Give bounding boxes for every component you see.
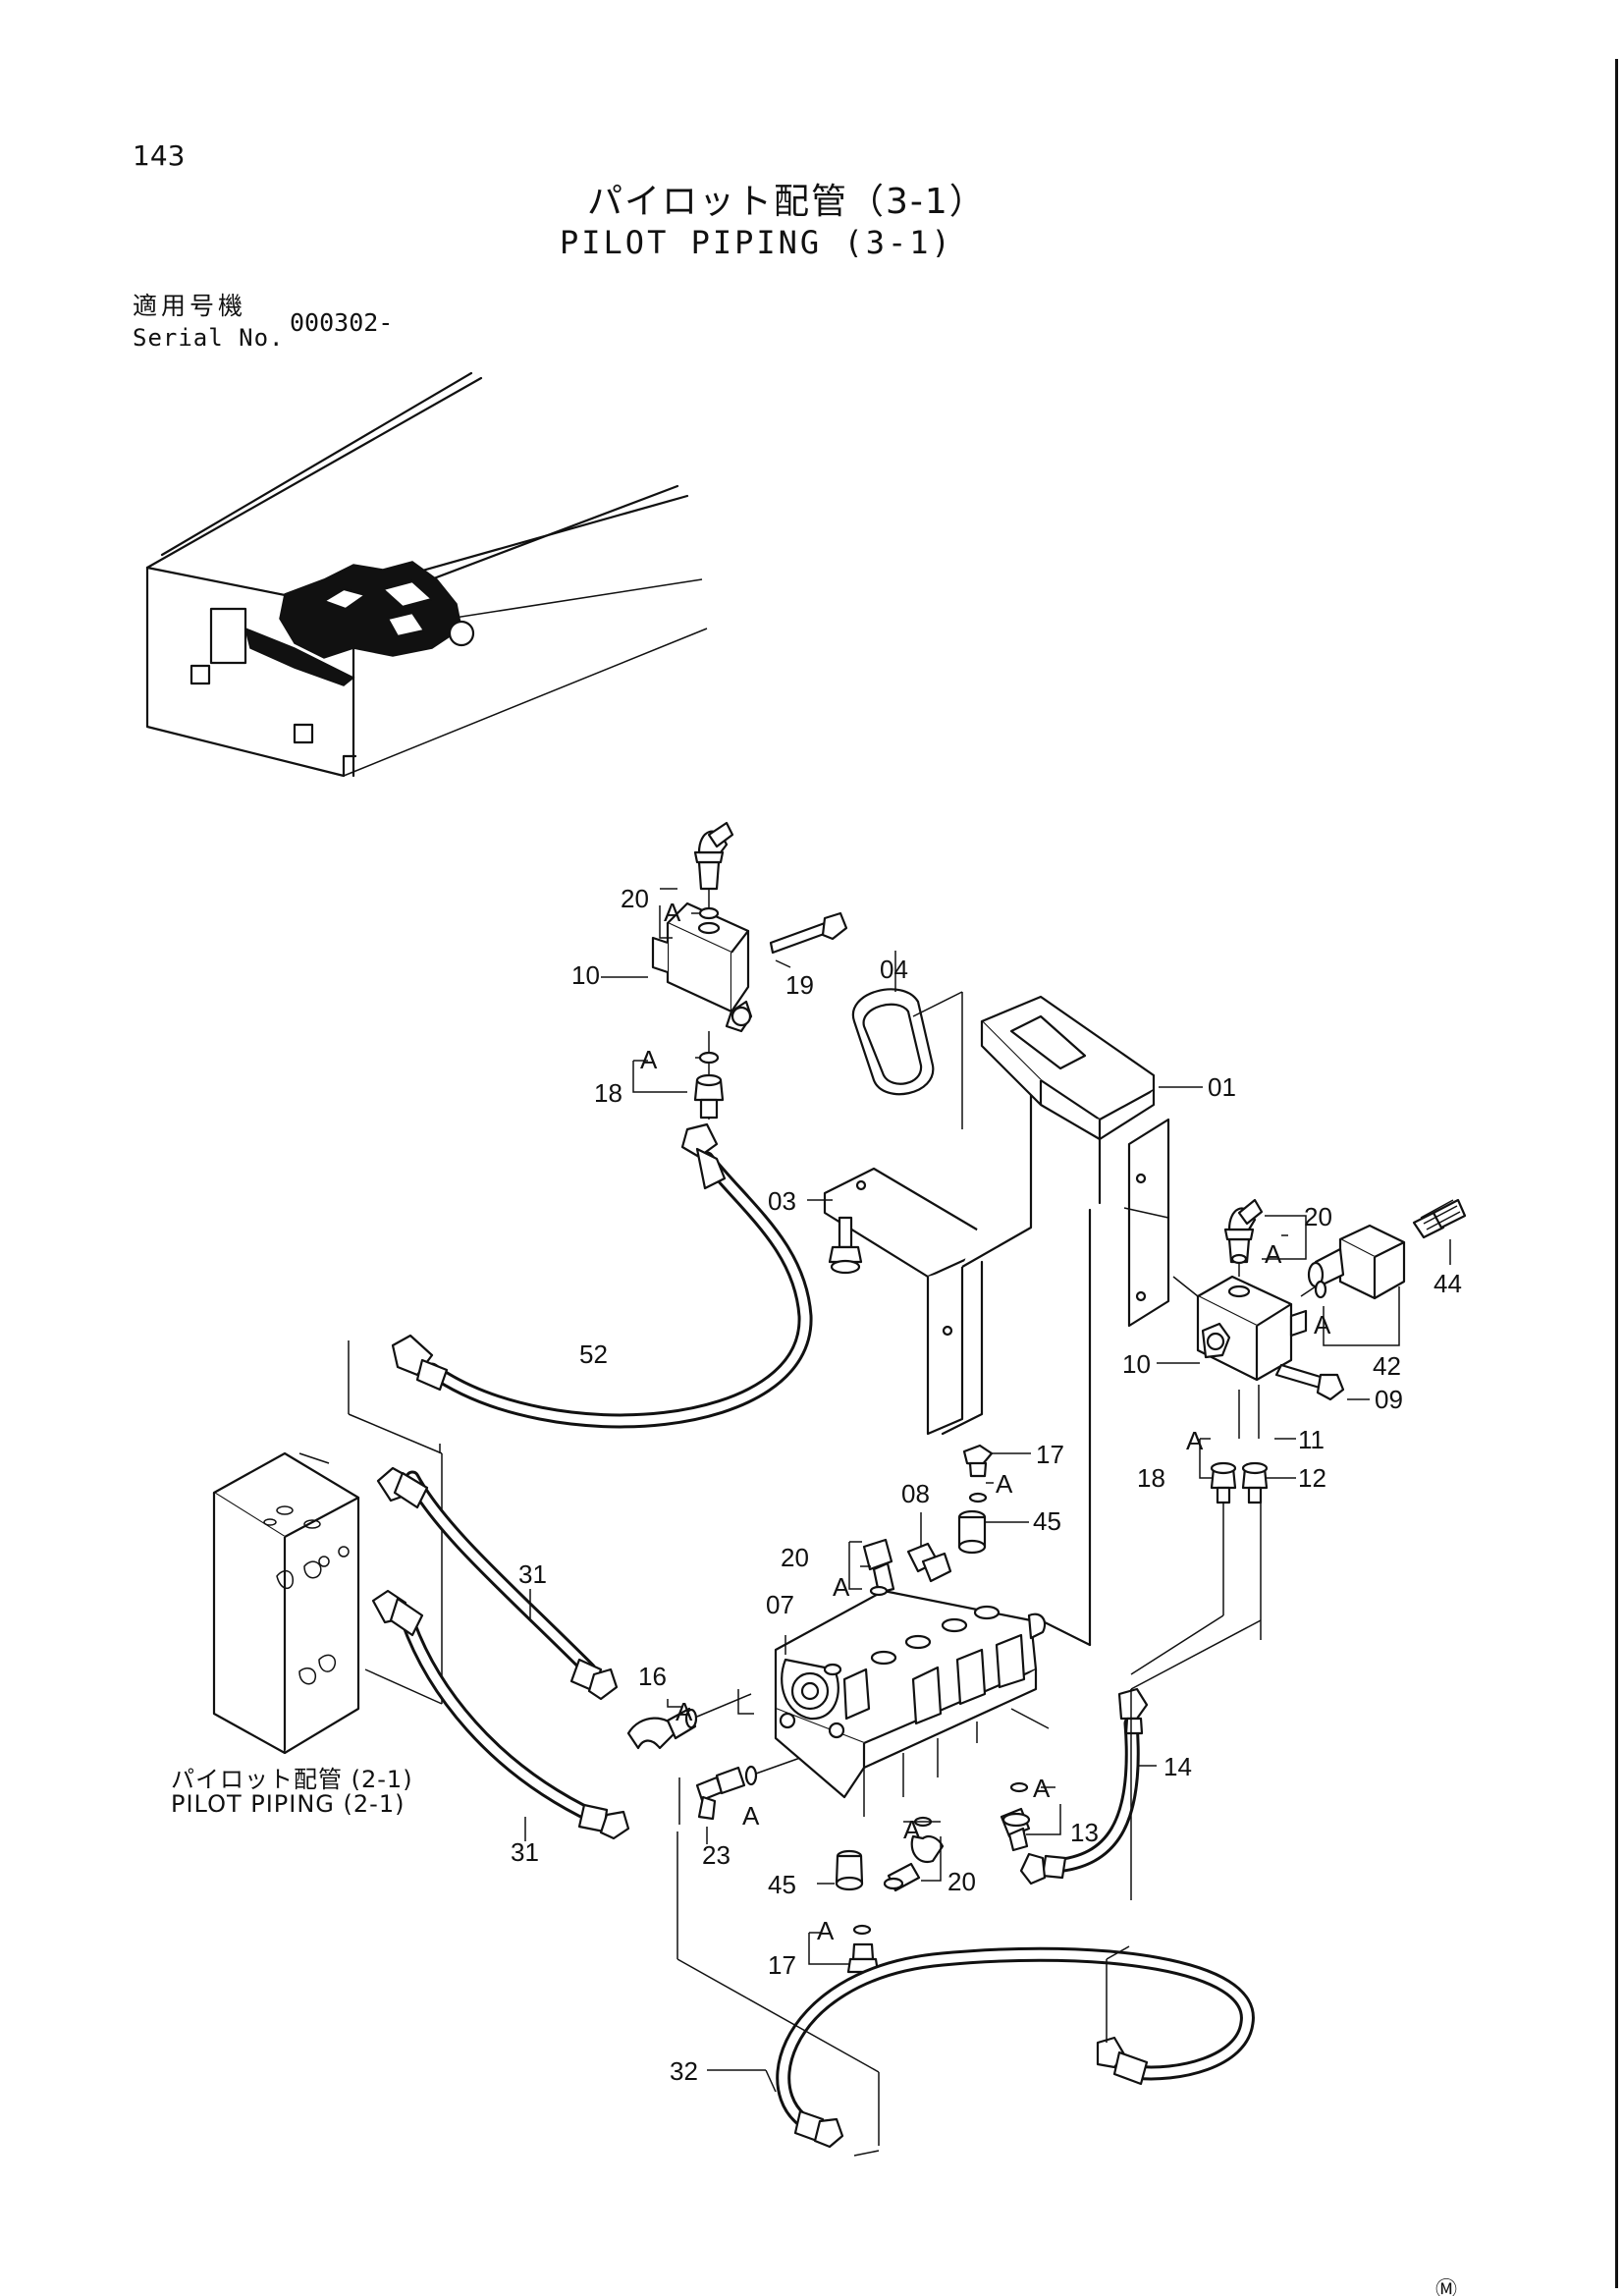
machine-location-sketch [145,371,708,778]
callout-31: 31 [518,1559,547,1589]
callout-20: 20 [947,1867,976,1896]
gasket-04 [851,988,963,1129]
page-title-japanese: パイロット配管（3-1） [587,182,987,222]
callout-labels: 20 A 10 19 A 18 04 01 03 20 A 44 A 42 10… [511,884,1462,2086]
callout-04: 04 [880,955,908,984]
callout-44: 44 [1434,1269,1462,1298]
callout-52: 52 [579,1339,608,1369]
callout-a: A [833,1572,850,1602]
bracket-01 [823,995,1170,1647]
serial-label-japanese: 適用号機 [133,292,247,320]
corner-mark: Ⓜ [1435,2278,1458,2296]
plug-17-top [962,1444,994,1503]
page-title-english: PILOT PIPING (3-1) [560,224,953,261]
callout-11: 11 [1298,1425,1325,1454]
binding-edge-line [1615,59,1618,2288]
callout-17: 17 [768,1950,796,1980]
callout-a: A [676,1697,693,1726]
elbow-fitting-16 [626,1693,752,1750]
callout-18: 18 [594,1078,622,1108]
hoses-31 [298,1444,630,1840]
callout-a: A [903,1815,921,1844]
callout-leaders [524,888,1451,2093]
reference-label-english: PILOT PIPING (2-1) [171,1790,406,1818]
hose-32 [676,1831,1255,2157]
pilot-valve-2-1-reference [212,1451,443,1755]
elbow-20-lower [883,1816,945,1892]
callout-20: 20 [781,1543,809,1572]
callout-a: A [664,898,681,927]
callout-10: 10 [571,960,600,990]
callout-a: A [1186,1426,1204,1455]
callout-31: 31 [511,1837,539,1867]
elbow-20-manifold [862,1538,895,1597]
callout-03: 03 [768,1186,796,1216]
serial-number-value: 000302- [290,308,394,337]
callout-17: 17 [1036,1440,1064,1469]
manifold-block-07 [774,1589,1050,1817]
reference-label-japanese: パイロット配管 (2-1) [171,1766,413,1793]
callout-14: 14 [1163,1752,1192,1781]
callout-42: 42 [1373,1351,1401,1381]
callout-45: 45 [768,1870,796,1899]
callout-10: 10 [1122,1349,1151,1379]
valve-block-10-top [651,821,848,1120]
callout-a: A [742,1801,760,1831]
callout-a: A [1033,1774,1051,1803]
plug-45-lower [835,1849,864,1891]
fitting-08 [906,1542,952,1583]
callout-01: 01 [1208,1072,1236,1102]
callout-45: 45 [1033,1506,1061,1536]
page-number: 143 [133,139,186,172]
callout-a: A [640,1045,658,1074]
valve-block-10-right [1123,1198,1467,1694]
fitting-13 [1000,1781,1031,1852]
callout-32: 32 [670,2056,698,2086]
screw-03 [828,1216,863,1275]
callout-23: 23 [702,1840,730,1870]
callout-20: 20 [621,884,649,913]
callout-a: A [817,1916,835,1945]
hose-14 [1019,1687,1149,1900]
plug-17-lower [846,1924,880,1974]
callout-09: 09 [1375,1385,1403,1414]
callout-20: 20 [1304,1202,1332,1231]
callout-07: 07 [766,1590,794,1619]
callout-12: 12 [1298,1463,1326,1493]
callout-a: A [1265,1239,1282,1269]
serial-label-english: Serial No. [133,324,285,352]
hose-52 [348,1122,813,1512]
callout-13: 13 [1070,1818,1099,1847]
callout-08: 08 [901,1479,930,1508]
callout-16: 16 [638,1662,667,1691]
fitting-23 [678,1757,801,1825]
plug-45-top [957,1509,987,1555]
callout-a: A [1314,1310,1331,1339]
callout-19: 19 [785,970,814,1000]
callout-a: A [996,1469,1013,1499]
callout-18: 18 [1137,1463,1165,1493]
